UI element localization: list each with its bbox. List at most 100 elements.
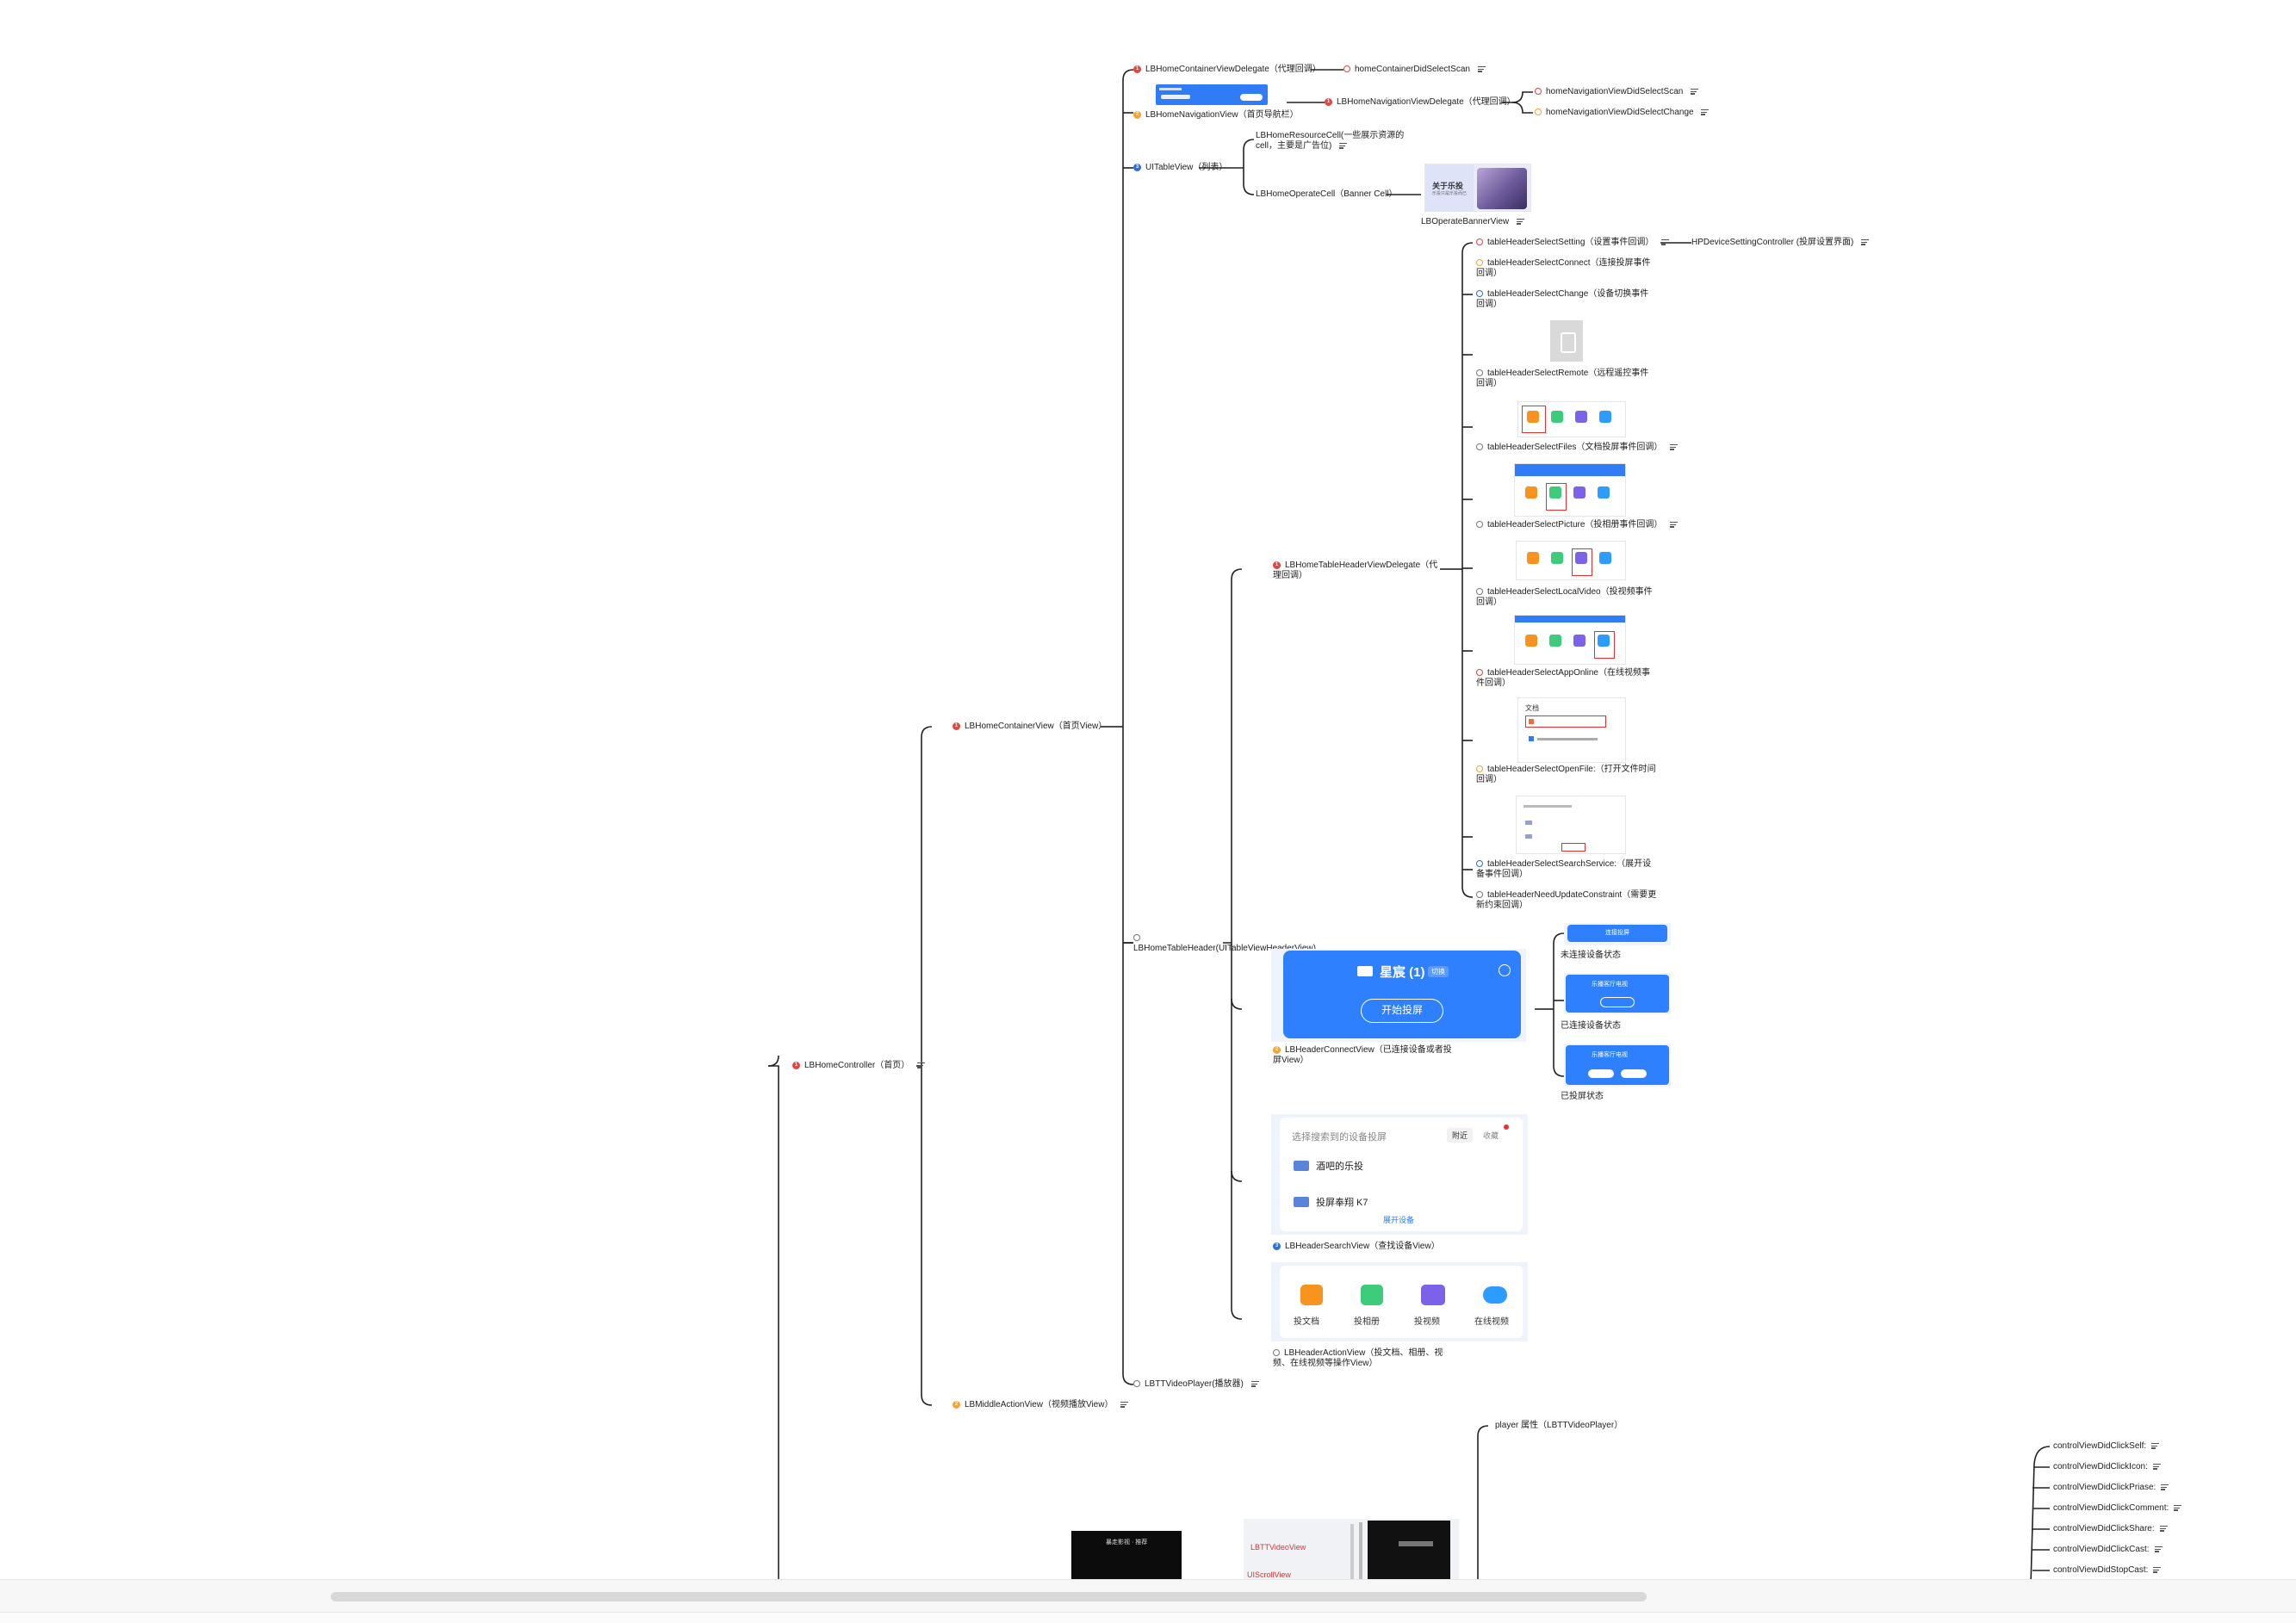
ctrl-share-node[interactable]: controlViewDidClickShare: (2053, 1524, 2168, 1534)
file-header-label: 文档 (1525, 704, 1539, 712)
ctrl-stopcast-node[interactable]: controlViewDidStopCast: (2053, 1565, 2162, 1576)
note-icon[interactable] (917, 1062, 926, 1069)
dark-phone-text: 暴走影视 · 推荐 (1106, 1539, 1148, 1546)
action-view-node[interactable]: LBHeaderActionView（投文档、相册、视频、在线视频等操作View… (1273, 1348, 1443, 1368)
connect-card: 星宸 (1) 切换 开始投屏 (1283, 951, 1521, 1038)
status-icon (1476, 259, 1483, 267)
card-switch-badge: 切换 (1428, 966, 1449, 977)
note-icon[interactable] (1661, 238, 1670, 246)
select-remote-node[interactable]: tableHeaderSelectRemote（远程遥控事件回调） (1476, 369, 1649, 388)
action-video-label: 投视频 (1414, 1317, 1440, 1327)
status-icon (1476, 521, 1483, 529)
note-icon[interactable] (2153, 1566, 2162, 1574)
device-setting-node[interactable]: HPDeviceSettingController (投屏设置界面) (1691, 238, 1870, 248)
state-unconnected-node[interactable]: 未连接设备状态 (1561, 951, 1621, 960)
note-icon[interactable] (1516, 218, 1524, 226)
banner-subtitle: 乐投只是乐投而已 (1432, 191, 1468, 196)
localvideo-thumbnail (1516, 541, 1626, 580)
container-scan-node[interactable]: homeContainerDidSelectScan (1343, 65, 1486, 75)
note-icon[interactable] (2159, 1525, 2168, 1533)
note-icon[interactable] (1701, 108, 1710, 116)
note-icon[interactable] (1691, 88, 1699, 96)
state-casting-node[interactable]: 已投屏状态 (1561, 1092, 1604, 1101)
note-icon[interactable] (1670, 521, 1679, 529)
note-icon[interactable] (2152, 1463, 2161, 1471)
select-openfile-node[interactable]: tableHeaderSelectOpenFile:（打开文件时间回调） (1476, 765, 1656, 784)
status-icon (1476, 891, 1483, 899)
casting-thumbnail: 乐播客厅电视 (1564, 1044, 1671, 1087)
priority-1-icon: 1 (1325, 97, 1332, 106)
note-icon[interactable] (2151, 1442, 2160, 1450)
operate-banner-node[interactable]: LBOperateBannerView (1421, 217, 1524, 227)
select-files-node[interactable]: tableHeaderSelectFiles（文档投屏事件回调） (1476, 443, 1679, 453)
action-docs-label: 投文档 (1294, 1317, 1319, 1327)
note-icon[interactable] (1250, 1380, 1259, 1388)
ctrl-self-node[interactable]: controlViewDidClickSelf: (2053, 1441, 2160, 1452)
select-connect-node[interactable]: tableHeaderSelectConnect（连接投屏事件回调） (1476, 258, 1651, 278)
files-thumbnail (1517, 401, 1626, 437)
root-label: LBHomeController（首页） (804, 1061, 910, 1070)
select-picture-node[interactable]: tableHeaderSelectPicture（投相册事件回调） (1476, 520, 1679, 530)
action-online-label: 在线视频 (1474, 1317, 1509, 1327)
navigation-thumbnail (1156, 84, 1268, 105)
priority-1-icon: 1 (792, 1061, 800, 1069)
scrollbar-thumb[interactable] (331, 1592, 1647, 1601)
note-icon[interactable] (2154, 1546, 2163, 1553)
table-header-node[interactable]: LBHomeTableHeader(UITableViewHeaderView) (1133, 933, 1316, 954)
banner-thumbnail: 关于乐投 乐投只是乐投而已 (1424, 164, 1531, 212)
ctrl-praise-node[interactable]: controlViewDidClickPriase: (2053, 1483, 2169, 1493)
root-node[interactable]: 1 LBHomeController（首页） (792, 1061, 926, 1071)
status-icon (1476, 860, 1483, 868)
need-update-node[interactable]: tableHeaderNeedUpdateConstraint（需要更新约束回调… (1476, 890, 1657, 910)
note-icon[interactable] (1861, 238, 1870, 246)
ctrl-icon-node[interactable]: controlViewDidClickIcon: (2053, 1462, 2161, 1472)
priority-1-icon: 1 (953, 722, 960, 730)
tv-icon (1294, 1197, 1309, 1207)
searchservice-thumbnail (1516, 796, 1626, 854)
nav-change-node[interactable]: homeNavigationViewDidSelectChange (1535, 108, 1710, 118)
red-label-ttvideoview: LBTTVideoView (1250, 1543, 1306, 1552)
action-album-label: 投相册 (1354, 1317, 1380, 1327)
album-icon (1361, 1285, 1383, 1305)
ctrl-cast-node[interactable]: controlViewDidClickCast: (2053, 1545, 2163, 1555)
status-icon (1343, 65, 1350, 73)
status-bar (0, 1612, 2296, 1623)
note-icon[interactable] (1670, 443, 1679, 451)
horizontal-scrollbar[interactable] (0, 1579, 2296, 1613)
operate-cell-node[interactable]: LBHomeOperateCell（Banner Cell） (1256, 189, 1398, 199)
select-localvideo-node[interactable]: tableHeaderSelectLocalVideo（投视频事件回调） (1476, 587, 1653, 607)
resource-cell-node[interactable]: LBHomeResourceCell(一些展示资源的cell，主要是广告位) (1256, 131, 1405, 151)
mini-connect-label: 连接投屏 (1567, 925, 1667, 942)
select-change-node[interactable]: tableHeaderSelectChange（设备切换事件回调） (1476, 289, 1649, 309)
status-icon (1476, 290, 1483, 298)
note-icon[interactable] (1477, 65, 1486, 73)
note-icon[interactable] (1339, 142, 1348, 150)
select-apponline-node[interactable]: tableHeaderSelectAppOnline（在线视频事件回调） (1476, 668, 1650, 688)
note-icon[interactable] (2161, 1484, 2169, 1491)
player-attr-node[interactable]: player 属性（LBTTVideoPlayer） (1495, 1421, 1623, 1430)
nav-scan-node[interactable]: homeNavigationViewDidSelectScan (1535, 87, 1699, 97)
tt-player-node[interactable]: LBTTVideoPlayer(播放器) (1133, 1379, 1259, 1390)
online-video-icon (1483, 1286, 1507, 1304)
select-search-node[interactable]: tableHeaderSelectSearchService:（展开设备事件回调… (1476, 859, 1652, 879)
ctrl-comment-node[interactable]: controlViewDidClickComment: (2053, 1503, 2182, 1514)
select-setting-node[interactable]: tableHeaderSelectSetting（设置事件回调） (1476, 238, 1670, 248)
note-icon[interactable] (1120, 1401, 1129, 1409)
connected-thumbnail: 乐播客厅电视 (1564, 973, 1671, 1014)
note-icon[interactable] (2174, 1504, 2182, 1512)
unconnected-thumbnail: 连接投屏 (1564, 923, 1671, 945)
status-icon (1476, 238, 1483, 246)
state-connected-node[interactable]: 已连接设备状态 (1561, 1021, 1621, 1031)
expand-devices-link: 展开设备 (1383, 1216, 1415, 1224)
status-icon (1476, 765, 1483, 773)
